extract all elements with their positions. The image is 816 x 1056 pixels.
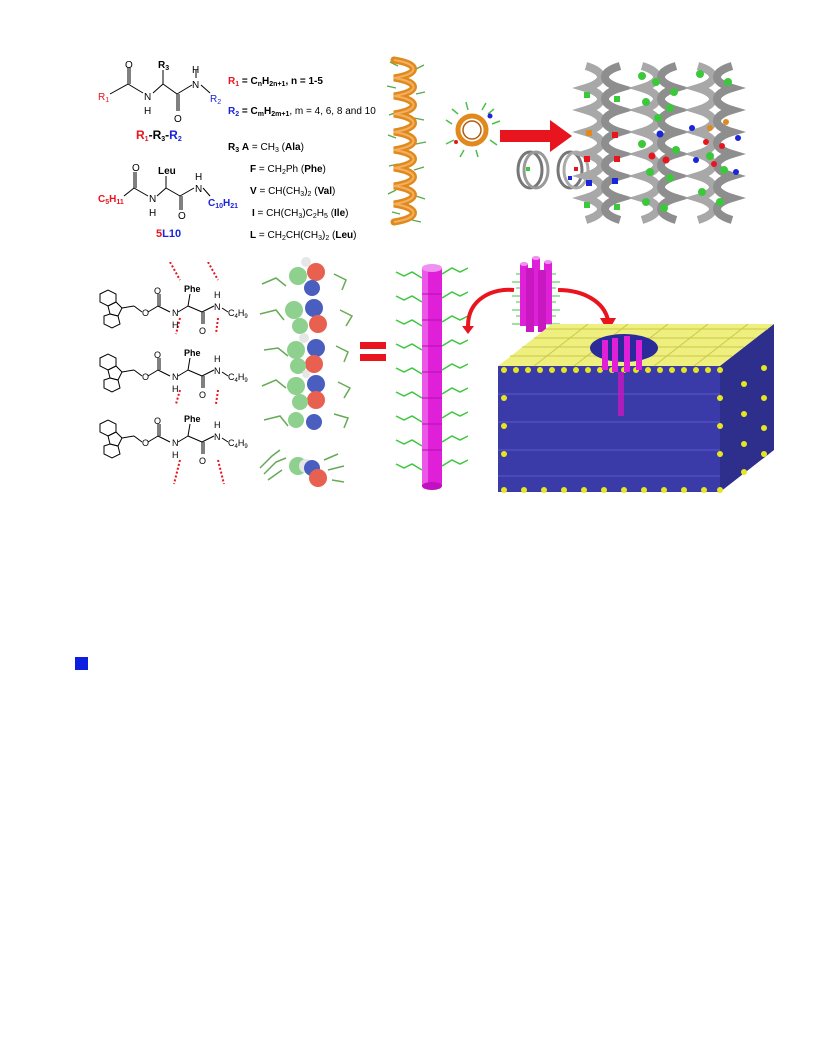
svg-text:N: N: [172, 372, 179, 382]
lattice-block: [498, 323, 774, 493]
top-right-graphic: [386, 56, 746, 226]
svg-text:O: O: [154, 416, 161, 426]
stick-side-chains: [259, 273, 354, 429]
c5h11-label: C5H11: [98, 194, 124, 206]
curved-arrows: [466, 287, 610, 327]
example-structure-svg: C5H11 O N H Leu O N H C10H21: [98, 164, 238, 220]
svg-text:C4H9: C4H9: [228, 372, 248, 384]
svg-text:O: O: [199, 326, 206, 336]
svg-text:Phe: Phe: [184, 414, 201, 424]
r2-label: R2: [210, 94, 221, 106]
svg-text:Phe: Phe: [184, 348, 201, 358]
svg-text:O: O: [199, 456, 206, 466]
r3-label: R3: [158, 60, 169, 72]
carbonyl-o-3: O: [132, 164, 140, 174]
bottom-right-graphic: [259, 256, 774, 493]
leu-label: Leu: [158, 166, 176, 177]
gray-helix-bundle: [572, 62, 746, 224]
amide-n-3: N: [149, 194, 156, 205]
svg-text:N: N: [214, 366, 221, 376]
svg-text:H: H: [172, 384, 179, 394]
r3-item-phe: F = CH2Ph (Phe): [250, 164, 326, 176]
svg-text:N: N: [172, 308, 179, 318]
svg-text:C4H9: C4H9: [228, 308, 248, 320]
example-caption: 5L10: [156, 228, 182, 240]
svg-text:O: O: [142, 438, 149, 448]
fmoc-molecule-1: O O N H Phe O N H C4H9: [99, 284, 248, 336]
svg-text:Phe: Phe: [184, 284, 201, 294]
r3-item-ala: R3 A = CH3 (Ala): [228, 142, 304, 154]
svg-text:O: O: [142, 372, 149, 382]
fmoc-molecule-3: O O N H Phe O N H C4H9: [99, 414, 248, 466]
amide-h-2: H: [192, 65, 199, 76]
coil-top-views: [516, 150, 590, 190]
amide-n-4: N: [195, 184, 202, 195]
amide-h-3: H: [149, 208, 156, 219]
space-filling-stack: [285, 257, 327, 430]
fmoc-stack-svg: O O N H Phe O N H C4H9 O O N H Phe: [99, 262, 248, 485]
amide-n-2: N: [192, 80, 199, 91]
r1-definition: R1 = CnH2n+1, n = 1-5: [228, 76, 323, 88]
svg-text:O: O: [142, 308, 149, 318]
orange-helix: [386, 56, 427, 226]
svg-text:C4H9: C4H9: [228, 438, 248, 450]
carbonyl-o-1: O: [125, 60, 133, 71]
fmoc-molecule-2: O O N H Phe O N H C4H9: [99, 348, 248, 400]
general-structure-svg: R1 O N H R3 O N H R2: [98, 60, 221, 125]
helix-top-view: [445, 101, 501, 158]
svg-text:H: H: [214, 420, 221, 430]
r3-item-ile: I = CH(CH3)C2H5 (Ile): [252, 208, 349, 220]
hbond-lines: [169, 262, 225, 485]
svg-text:H: H: [172, 450, 179, 460]
svg-text:O: O: [154, 350, 161, 360]
svg-text:N: N: [214, 432, 221, 442]
big-red-arrow: [500, 120, 572, 152]
svg-text:O: O: [199, 390, 206, 400]
amide-n-1: N: [144, 92, 151, 103]
amide-h-4: H: [195, 172, 202, 183]
svg-text:H: H: [214, 354, 221, 364]
cylinder-bundle: [512, 256, 560, 332]
blue-bullet-square: [75, 657, 88, 670]
c10h21-label: C10H21: [208, 198, 238, 210]
stack-top-view: [259, 449, 345, 487]
r3-definition-list: R3 A = CH3 (Ala) F = CH2Ph (Phe) V = CH(…: [228, 138, 356, 248]
r3-item-val: V = CH(CH3)2 (Val): [250, 186, 336, 198]
magenta-cylinder: [395, 264, 469, 490]
svg-text:H: H: [214, 290, 221, 300]
general-caption: R1-R3-R2: [136, 128, 182, 143]
svg-text:O: O: [154, 286, 161, 296]
r3-item-leu: L = CH2CH(CH3)2 (Leu): [250, 230, 357, 242]
svg-text:H: H: [172, 320, 179, 330]
svg-text:N: N: [172, 438, 179, 448]
carbonyl-o-4: O: [178, 211, 186, 220]
r2-definition: R2 = CmH2m+1, m = 4, 6, 8 and 10: [228, 106, 376, 118]
amide-h-1: H: [144, 106, 151, 117]
carbonyl-o-2: O: [174, 114, 182, 125]
r1-label: R1: [98, 92, 109, 104]
equals-sign: [360, 342, 386, 361]
svg-text:N: N: [214, 302, 221, 312]
